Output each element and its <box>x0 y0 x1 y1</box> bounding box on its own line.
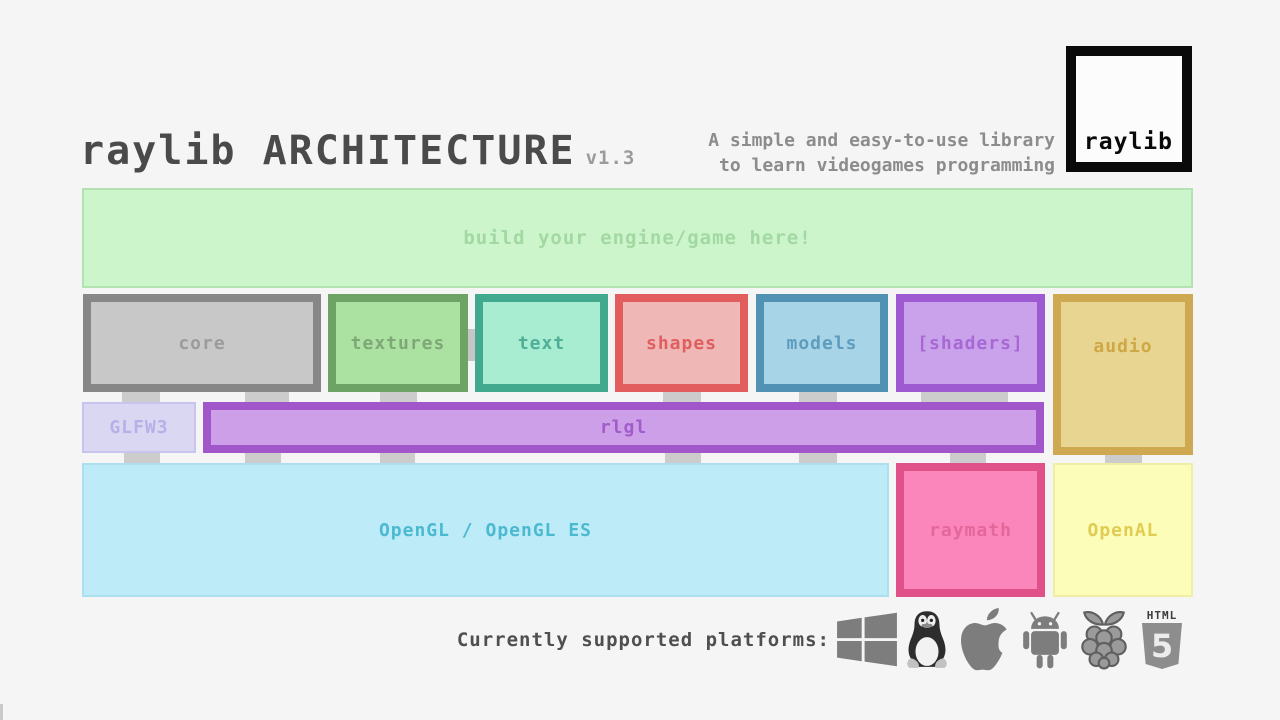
android-icon <box>1023 611 1067 669</box>
opengl-box: OpenGL / OpenGL ES <box>82 463 889 597</box>
engine-box-label: build your engine/game here! <box>463 227 812 249</box>
raylib-logo: raylib <box>1066 46 1192 172</box>
tagline: A simple and easy-to-use library to lear… <box>708 128 1055 178</box>
module-text-label: text <box>517 332 566 354</box>
tagline-line-2: to learn videogames programming <box>719 155 1055 176</box>
openal-box: OpenAL <box>1053 463 1193 597</box>
module-models: models <box>756 294 888 392</box>
connector <box>799 392 837 402</box>
rlgl-label: rlgl <box>599 417 648 438</box>
module-core-label: core <box>178 332 226 354</box>
engine-box: build your engine/game here! <box>82 188 1193 288</box>
openal-label: OpenAL <box>1087 519 1159 541</box>
page-title: raylib ARCHITECTURE v1.3 <box>80 128 635 174</box>
opengl-label: OpenGL / OpenGL ES <box>378 519 593 541</box>
connector <box>122 392 160 402</box>
glfw3-box: GLFW3 <box>82 402 196 453</box>
raymath-box: raymath <box>896 463 1045 597</box>
linux-icon <box>907 611 947 668</box>
connector <box>663 392 701 402</box>
platforms-label: Currently supported platforms: <box>456 629 830 651</box>
html5-icon: HTML 5 <box>1142 609 1182 669</box>
connector <box>665 453 701 463</box>
html5-text: HTML <box>1147 609 1178 622</box>
module-models-label: models <box>786 332 858 354</box>
connector <box>468 329 475 361</box>
connector <box>950 453 986 463</box>
connector <box>245 453 281 463</box>
connector <box>124 453 160 463</box>
connector <box>245 392 289 402</box>
title-text: raylib ARCHITECTURE <box>80 128 576 174</box>
left-edge-mark <box>0 704 3 720</box>
raspberry-pi-icon <box>1081 611 1127 670</box>
module-shapes: shapes <box>615 294 748 392</box>
module-audio: audio <box>1053 294 1193 455</box>
module-shaders: [shaders] <box>896 294 1045 392</box>
module-text: text <box>475 294 608 392</box>
module-audio-label: audio <box>1093 336 1153 357</box>
raylib-logo-text: raylib <box>1083 129 1173 155</box>
module-shaders-label: [shaders] <box>917 332 1024 354</box>
connector <box>380 453 415 463</box>
connector <box>799 453 837 463</box>
raymath-label: raymath <box>929 519 1012 541</box>
version-label: v1.3 <box>585 147 636 169</box>
tagline-line-1: A simple and easy-to-use library <box>708 130 1055 151</box>
html5-number: 5 <box>1151 627 1173 665</box>
rlgl-box: rlgl <box>203 402 1044 453</box>
platform-icons: HTML 5 <box>837 606 1187 674</box>
module-shapes-label: shapes <box>645 332 718 354</box>
module-textures-label: textures <box>350 332 446 354</box>
glfw3-label: GLFW3 <box>109 417 169 438</box>
connector <box>380 392 417 402</box>
connector <box>921 392 1008 402</box>
windows-icon <box>837 612 897 667</box>
connector <box>1105 453 1142 463</box>
module-core: core <box>83 294 321 392</box>
apple-icon <box>961 608 1007 671</box>
module-textures: textures <box>328 294 468 392</box>
